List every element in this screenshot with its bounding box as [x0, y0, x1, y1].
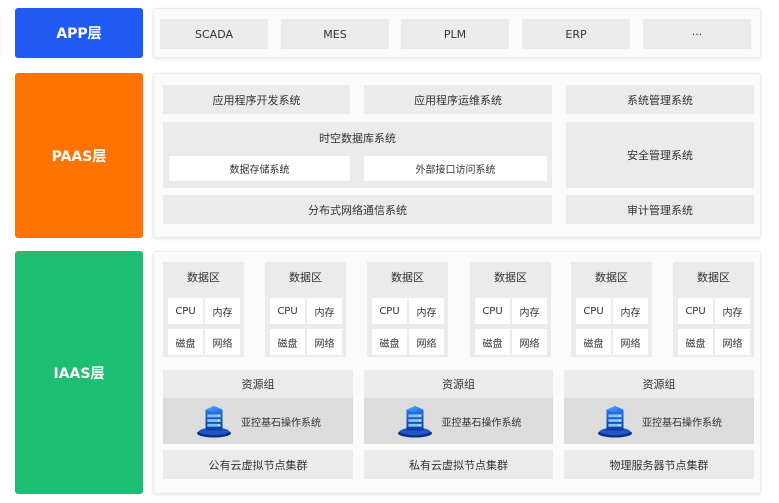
app-item-more: ··· [643, 19, 751, 49]
cpu-cell: CPU [372, 298, 407, 324]
server-stack-icon [396, 404, 434, 438]
resource-group-2: 资源组 亚控基石操作系统 [364, 370, 553, 444]
server-stack-icon [596, 404, 634, 438]
security-mgmt-system: 安全管理系统 [566, 122, 754, 188]
network-cell: 网络 [307, 329, 342, 355]
iaas-layer-label-text: IAAS层 [53, 365, 105, 382]
cluster-public-cloud: 公有云虚拟节点集群 [163, 450, 353, 479]
data-zone-title: 数据区 [697, 271, 730, 284]
tsdb-title: 时空数据库系统 [319, 132, 396, 145]
cpu-cell: CPU [270, 298, 305, 324]
data-zone-4: 数据区 CPU 内存 磁盘 网络 [470, 262, 551, 357]
memory-cell: 内存 [409, 298, 444, 324]
disk-cell: 磁盘 [270, 329, 305, 355]
app-dev-system: 应用程序开发系统 [163, 85, 350, 114]
sys-mgmt-system: 系统管理系统 [566, 85, 754, 114]
app-item-scada: SCADA [160, 19, 268, 49]
server-stack-icon [195, 404, 233, 438]
resource-group-3: 资源组 亚控基石操作系统 [564, 370, 754, 444]
cluster-private-cloud: 私有云虚拟节点集群 [364, 450, 553, 479]
cpu-cell: CPU [576, 298, 611, 324]
resource-group-1: 资源组 亚控基石操作系统 [163, 370, 353, 444]
data-zone-title: 数据区 [187, 271, 220, 284]
os-row: 亚控基石操作系统 [163, 398, 353, 444]
cluster-physical-servers: 物理服务器节点集群 [564, 450, 754, 479]
data-zone-6: 数据区 CPU 内存 磁盘 网络 [673, 262, 754, 357]
cpu-cell: CPU [678, 298, 713, 324]
app-item-erp: ERP [522, 19, 630, 49]
resource-group-title: 资源组 [642, 378, 676, 391]
network-cell: 网络 [512, 329, 547, 355]
memory-cell: 内存 [205, 298, 240, 324]
data-storage-system: 数据存储系统 [169, 156, 350, 181]
audit-mgmt-system: 审计管理系统 [566, 195, 754, 224]
external-api-system: 外部接口访问系统 [364, 156, 547, 181]
memory-cell: 内存 [512, 298, 547, 324]
app-item-plm: PLM [401, 19, 509, 49]
resource-group-title: 资源组 [241, 378, 275, 391]
iaas-layer-label: IAAS层 [15, 251, 143, 494]
app-layer-label-text: APP层 [56, 26, 102, 42]
cpu-cell: CPU [475, 298, 510, 324]
data-zone-1: 数据区 CPU 内存 磁盘 网络 [163, 262, 244, 357]
memory-cell: 内存 [715, 298, 750, 324]
disk-cell: 磁盘 [576, 329, 611, 355]
data-zone-5: 数据区 CPU 内存 磁盘 网络 [571, 262, 652, 357]
data-zone-3: 数据区 CPU 内存 磁盘 网络 [367, 262, 448, 357]
disk-cell: 磁盘 [678, 329, 713, 355]
cpu-cell: CPU [168, 298, 203, 324]
disk-cell: 磁盘 [372, 329, 407, 355]
data-zone-title: 数据区 [494, 271, 527, 284]
resource-group-title: 资源组 [442, 378, 475, 391]
network-cell: 网络 [205, 329, 240, 355]
data-zone-title: 数据区 [391, 271, 424, 284]
paas-layer-label: PAAS层 [15, 73, 143, 238]
paas-layer-label-text: PAAS层 [51, 148, 107, 165]
os-name: 亚控基石操作系统 [241, 417, 321, 429]
data-zone-title: 数据区 [595, 271, 628, 284]
os-name: 亚控基石操作系统 [642, 417, 722, 429]
disk-cell: 磁盘 [168, 329, 203, 355]
distributed-network-system: 分布式网络通信系统 [163, 195, 552, 224]
network-cell: 网络 [409, 329, 444, 355]
memory-cell: 内存 [307, 298, 342, 324]
data-zone-2: 数据区 CPU 内存 磁盘 网络 [265, 262, 346, 357]
app-item-mes: MES [281, 19, 389, 49]
disk-cell: 磁盘 [475, 329, 510, 355]
os-name: 亚控基石操作系统 [441, 417, 522, 429]
data-zone-title: 数据区 [289, 271, 322, 284]
os-row: 亚控基石操作系统 [364, 398, 553, 444]
network-cell: 网络 [715, 329, 750, 355]
os-row: 亚控基石操作系统 [564, 398, 754, 444]
memory-cell: 内存 [613, 298, 648, 324]
app-layer-label: APP层 [15, 8, 143, 58]
app-ops-system: 应用程序运维系统 [364, 85, 552, 114]
network-cell: 网络 [613, 329, 648, 355]
